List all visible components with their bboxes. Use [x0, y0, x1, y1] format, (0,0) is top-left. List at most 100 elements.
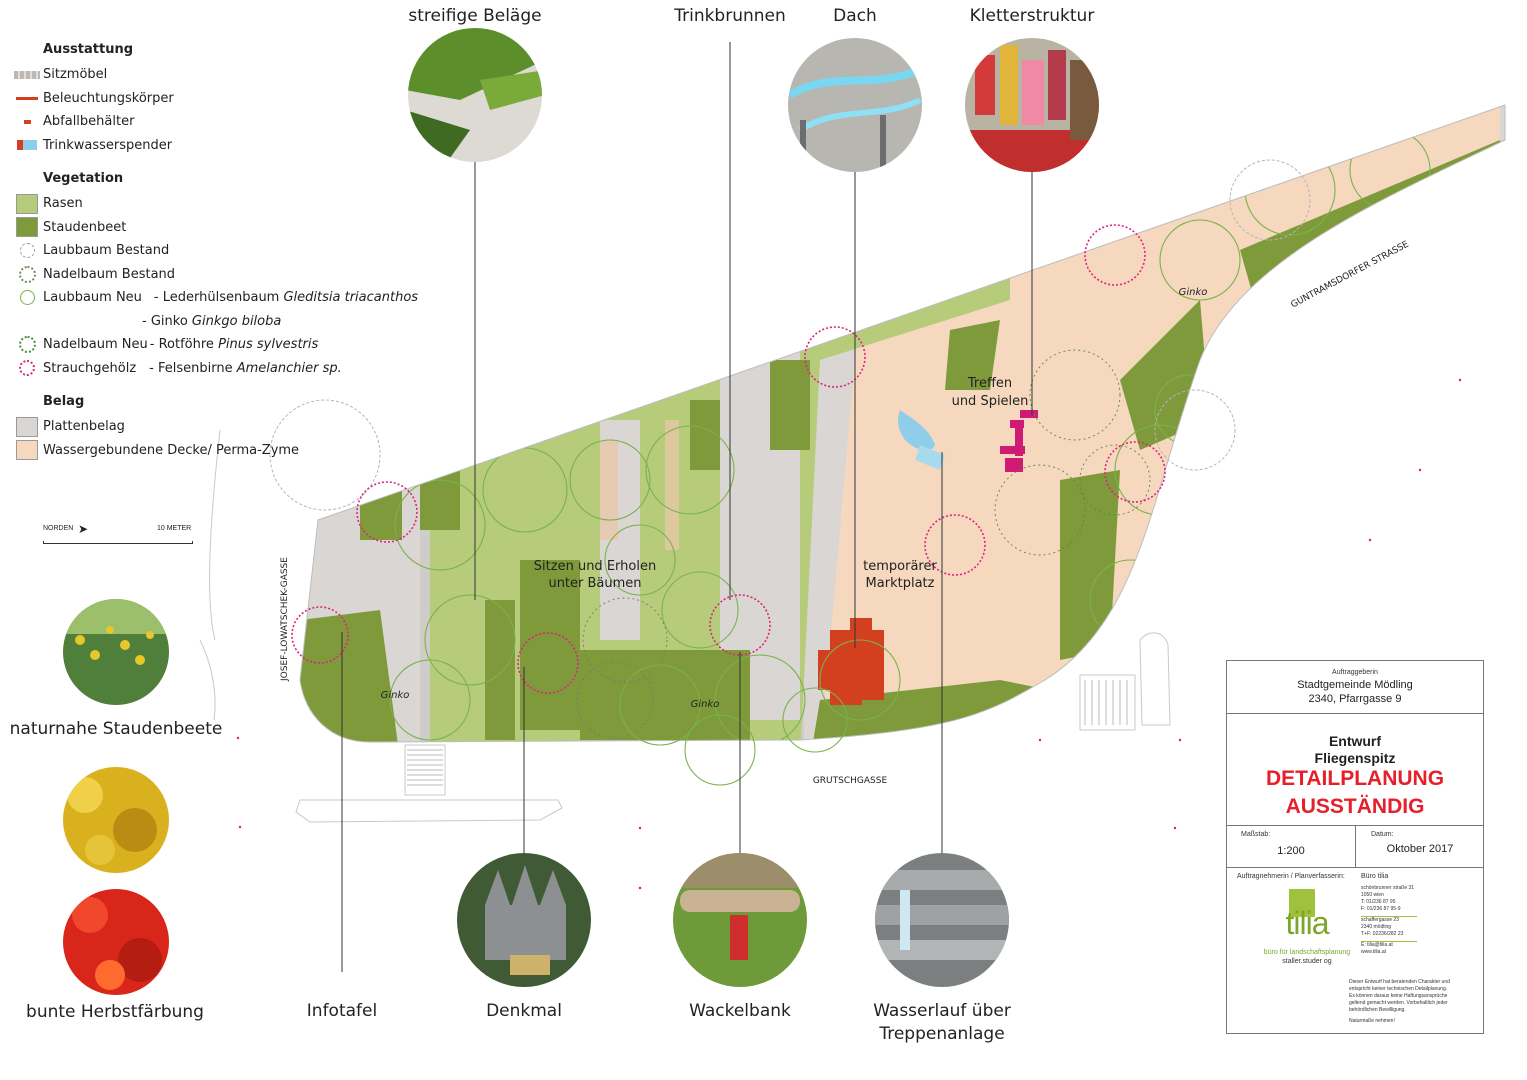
client-name: Stadtgemeinde Mödling	[1297, 679, 1413, 691]
legend-ausstattung: Ausstattung Sitzmöbel Beleuchtungskörper…	[14, 42, 414, 157]
disclaimer: Dieser Entwurf hat beratenden Charakter …	[1349, 979, 1450, 1024]
conifer-new-icon	[14, 335, 40, 355]
status-detailplanung: DETAILPLANUNG	[1265, 767, 1445, 790]
label-treffen-2: und Spielen	[951, 394, 1029, 409]
conifer-existing-icon	[14, 264, 40, 284]
existing-trees	[269, 159, 1311, 511]
project-section: Entwurf Fliegenspitz DETAILPLANUNG AUSST…	[1227, 713, 1483, 826]
legend-row: - Ginko Ginkgo biloba	[14, 310, 414, 334]
client-heading: Auftraggeberin	[1332, 669, 1378, 676]
label-markt-2: Marktplatz	[865, 576, 935, 591]
legend-row: Trinkwasserspender	[14, 134, 414, 158]
legend-label: Nadelbaum Bestand	[43, 266, 176, 282]
scale-bar: NORDEN ➤ 10 METER	[43, 522, 193, 547]
photo-staudenbeete	[63, 599, 169, 705]
legend-row: Strauchgehölz- Felsenbirne Amelanchier s…	[14, 357, 414, 381]
label-sitzen-1: Sitzen und Erholen	[533, 559, 657, 574]
legend-label: Nadelbaum Neu- Rotföhre Pinus sylvestris	[43, 337, 319, 353]
legend-label: Staudenbeet	[43, 219, 127, 235]
caption-trinkbrunnen: Trinkbrunnen	[674, 6, 786, 26]
photo-wasserlauf	[875, 853, 1009, 987]
client-address: 2340, Pfarrgasse 9	[1308, 693, 1402, 705]
staudenbeet-swatch-icon	[14, 217, 40, 238]
photo-wackelbank	[673, 853, 807, 987]
massstab-label: Maßstab:	[1241, 831, 1271, 838]
pointer-lines	[341, 42, 1033, 972]
photo-kletterstruktur	[965, 38, 1099, 172]
contractor-name: Büro tilia	[1361, 873, 1389, 880]
street-josef-lowatschek: JOSEF-LOWATSCHEK-GASSE	[280, 557, 290, 681]
legend-title: Vegetation	[43, 171, 124, 186]
scale-date-section: Maßstab: 1:200 Datum: Oktober 2017	[1227, 825, 1483, 868]
label-ginko: Ginko	[380, 690, 410, 701]
legend-label: Strauchgehölz- Felsenbirne Amelanchier s…	[43, 360, 342, 376]
legend-row: Nadelbaum Bestand	[14, 263, 414, 287]
caption-staudenbeete: naturnahe Staudenbeete	[9, 719, 223, 739]
legend-label: Beleuchtungskörper	[43, 90, 174, 106]
legend-row: Abfallbehälter	[14, 110, 414, 134]
contractor-section: Auftragnehmerin / Planverfasserin: Büro …	[1227, 867, 1483, 1035]
legend: Ausstattung Sitzmöbel Beleuchtungskörper…	[14, 42, 418, 476]
bench-icon	[14, 65, 40, 85]
level-markers	[236, 378, 1462, 890]
north-arrow-icon: ➤	[78, 522, 89, 536]
caption-wasserlauf-1: Wasserlauf über	[873, 1001, 1011, 1021]
street-grutschgasse: GRUTSCHGASSE	[812, 776, 888, 786]
legend-label: Sitzmöbel	[43, 67, 108, 83]
caption-dach: Dach	[833, 6, 877, 26]
water-dispenser-icon	[14, 135, 40, 155]
shrubs	[291, 224, 1166, 694]
legend-label: Plattenbelag	[43, 419, 125, 435]
label-ginko: Ginko	[690, 699, 720, 710]
legend-vegetation: Vegetation Rasen Staudenbeet Laubbaum Be…	[14, 171, 418, 381]
label-markt-1: temporärer	[863, 559, 937, 574]
logo-sub2: staller.studer og	[1282, 958, 1332, 965]
legend-row: Wassergebundene Decke/ Perma-Zyme	[14, 439, 414, 463]
bin-icon	[14, 112, 40, 132]
caption-herbstfaerbung: bunte Herbstfärbung	[26, 1002, 204, 1022]
legend-row: Nadelbaum Neu- Rotföhre Pinus sylvestris	[14, 333, 414, 357]
legend-row: Laubbaum Bestand	[14, 239, 414, 263]
deciduous-tree-existing-icon	[14, 241, 40, 261]
legend-row: Laubbaum Neu- Lederhülsenbaum Gleditsia …	[14, 286, 418, 310]
photo-streifige-belaege	[408, 28, 542, 162]
north-label: NORDEN	[43, 525, 74, 532]
legend-row: Sitzmöbel	[14, 63, 414, 87]
legend-title: Ausstattung	[43, 42, 134, 57]
light-line-icon	[14, 88, 40, 108]
caption-wasserlauf-2: Treppenanlage	[879, 1024, 1005, 1044]
label-sitzen-2: unter Bäumen	[548, 576, 642, 591]
logo-word: tilia	[1285, 905, 1329, 941]
contractor-heading: Auftragnehmerin / Planverfasserin:	[1237, 873, 1345, 880]
legend-label: Wassergebundene Decke/ Perma-Zyme	[43, 442, 300, 458]
deciduous-tree-new-icon	[14, 288, 40, 308]
legend-title: Belag	[43, 394, 85, 409]
photo-herbst	[63, 889, 169, 995]
label-ginko: Ginko	[1178, 287, 1208, 298]
logo-sub: büro für landschaftsplanung	[1263, 949, 1351, 956]
shrub-icon	[14, 358, 40, 378]
rasen-swatch-icon	[14, 193, 40, 214]
massstab-value: 1:200	[1277, 845, 1305, 857]
wassergebunden-swatch-icon	[14, 440, 40, 461]
legend-row: Rasen	[14, 192, 414, 216]
caption-kletterstruktur: Kletterstruktur	[969, 6, 1095, 26]
legend-label: - Ginko Ginkgo biloba	[142, 313, 282, 329]
legend-label: Rasen	[43, 196, 83, 212]
project-name: Fliegenspitz	[1314, 750, 1396, 766]
tilia-logo: tilia büro für landschaftsplanung stalle…	[1257, 889, 1357, 965]
legend-row: Beleuchtungskörper	[14, 87, 414, 111]
legend-row: Staudenbeet	[14, 216, 414, 240]
status-ausstaendig: AUSSTÄNDIG	[1285, 795, 1425, 818]
datum-value: Oktober 2017	[1386, 843, 1454, 855]
caption-streifige-belaege: streifige Beläge	[408, 6, 542, 26]
label-treffen-1: Treffen	[967, 376, 1013, 391]
legend-label: Trinkwasserspender	[43, 137, 173, 153]
project-entwurf: Entwurf	[1328, 733, 1382, 749]
photo-denkmal	[457, 853, 591, 987]
meter-label: 10 METER	[157, 525, 192, 532]
contractor-address: schönbrunner straße 31 1050 wien T: 01/2…	[1361, 885, 1481, 956]
outside-trees	[619, 664, 848, 786]
